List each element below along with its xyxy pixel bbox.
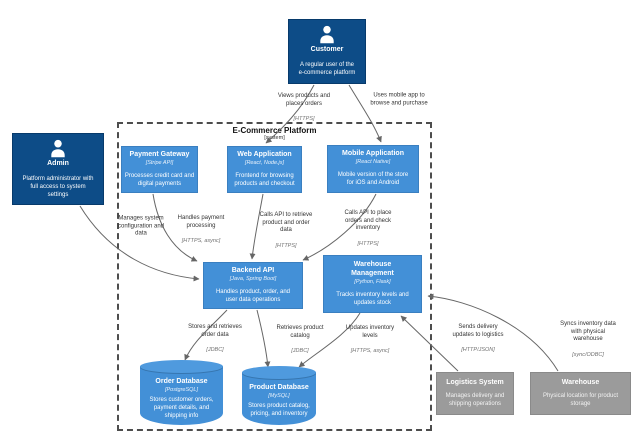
mobile-application-tech: [React Native] (355, 159, 391, 166)
order-database-title: Order Database (155, 378, 208, 385)
edge-text: Retrieves product catalog (276, 324, 324, 339)
edge-label-logistics-wm: Sends delivery updates to logistics [HTT… (452, 316, 503, 362)
edge-protocol: [JDBC] (206, 347, 224, 354)
web-application-tech: [React, Node.js] (244, 159, 285, 166)
node-product-database: Product Database [MySQL] Stores product … (242, 366, 316, 425)
order-database-description: Stores customer orders, payment details,… (149, 396, 214, 420)
edge-protocol: [HTTP/JSON] (461, 347, 495, 354)
node-logistics-system: Logistics System Manages delivery and sh… (436, 372, 514, 415)
web-application-description: Frontend for browsing products and check… (234, 172, 295, 187)
logistics-system-description: Manages delivery and shipping operations (445, 393, 505, 408)
edge-label-customer-web: Views products and places orders [HTTPS] (278, 85, 330, 131)
backend-api-title: Backend API (231, 266, 275, 274)
boundary-subtitle: [system] (264, 135, 285, 141)
edge-protocol: [HTTPS] (293, 116, 315, 123)
admin-description: Platform administrator with full access … (22, 175, 94, 198)
node-mobile-application: Mobile Application [React Native] Mobile… (327, 145, 419, 193)
admin-title: Admin (47, 160, 69, 167)
edge-text: Calls API to retrieve product and order … (259, 211, 313, 234)
edge-label-backend-orderdb: Stores and retrieves order data [JDBC] (188, 316, 242, 362)
edge-label-warehouse-wm: Syncs inventory data with physical wareh… (560, 313, 616, 367)
node-warehouse-management: Warehouse Management [Python, Flask] Tra… (323, 255, 422, 313)
edge-protocol: [HTTPS, async] (181, 238, 221, 245)
node-web-application: Web Application [React, Node.js] Fronten… (227, 146, 302, 193)
payment-gateway-description: Processes credit card and digital paymen… (124, 172, 195, 187)
product-database-tech: [MySQL] (268, 392, 290, 399)
person-icon (320, 25, 334, 44)
payment-gateway-tech: [Stripe API] (145, 159, 174, 166)
node-warehouse: Warehouse Physical location for product … (530, 372, 631, 415)
node-backend-api: Backend API [Java, Spring Boot] Handles … (203, 262, 303, 309)
web-application-title: Web Application (237, 150, 292, 158)
edge-protocol: [HTTPS] (275, 243, 297, 250)
mobile-application-title: Mobile Application (342, 150, 404, 158)
edge-text: Manages system configuration and data (117, 215, 165, 237)
node-order-database: Order Database [PostgreSQL] Stores custo… (140, 360, 223, 425)
edge-label-mobile-backend: Calls API to place orders and check inve… (344, 202, 391, 256)
edge-text: Sends delivery updates to logistics (452, 323, 504, 338)
edge-text: Stores and retrieves order data (188, 323, 242, 338)
edge-text: Uses mobile app to browse and purchase (370, 92, 428, 107)
edge-label-backend-productdb: Retrieves product catalog [JDBC] (276, 317, 323, 363)
edge-protocol: [JDBC] (291, 348, 309, 355)
order-database-tech: [PostgreSQL] (164, 386, 199, 393)
node-payment-gateway: Payment Gateway [Stripe API] Processes c… (121, 146, 198, 193)
warehouse-management-description: Tracks inventory levels and updates stoc… (336, 291, 409, 306)
edge-text: Updates inventory levels (345, 324, 395, 339)
edge-label-payment-backend: Handles payment processing [HTTPS, async… (178, 207, 225, 253)
edge-text: Syncs inventory data with physical wareh… (560, 320, 616, 343)
edge-label-admin-backend: Manages system configuration and data (118, 208, 164, 255)
backend-api-tech: [Java, Spring Boot] (229, 275, 277, 282)
edge-text: Views products and places orders (277, 92, 331, 107)
edge-protocol: [sync/ODBC] (572, 352, 604, 359)
edge-text: Calls API to place orders and check inve… (344, 209, 392, 232)
edge-protocol: [HTTPS] (357, 241, 379, 248)
logistics-system-title: Logistics System (446, 378, 504, 386)
payment-gateway-title: Payment Gateway (129, 150, 190, 158)
product-database-title: Product Database (249, 384, 309, 391)
warehouse-management-title: Warehouse Management (351, 261, 394, 277)
customer-description: A regular user of the e-commerce platfor… (298, 61, 356, 76)
warehouse-title: Warehouse (561, 378, 600, 386)
mobile-application-description: Mobile version of the store for iOS and … (337, 172, 409, 187)
edge-protocol: [HTTPS, async] (350, 348, 390, 355)
edge-text: Handles payment processing (177, 214, 225, 229)
node-admin: Admin Platform administrator with full a… (12, 133, 104, 205)
backend-api-description: Handles product, order, and user data op… (215, 288, 291, 303)
edge-label-wm-productdb: Updates inventory levels [HTTPS, async] (346, 317, 394, 363)
edge-label-customer-mobile: Uses mobile app to browse and purchase (370, 85, 427, 124)
warehouse-description: Physical location for product storage (542, 393, 619, 408)
customer-title: Customer (310, 46, 344, 53)
node-customer: Customer A regular user of the e-commerc… (288, 19, 366, 84)
edge-label-web-backend: Calls API to retrieve product and order … (260, 204, 313, 258)
product-database-description: Stores product catalog, pricing, and inv… (248, 402, 310, 417)
warehouse-management-tech: [Python, Flask] (354, 278, 391, 285)
person-icon (51, 139, 65, 158)
